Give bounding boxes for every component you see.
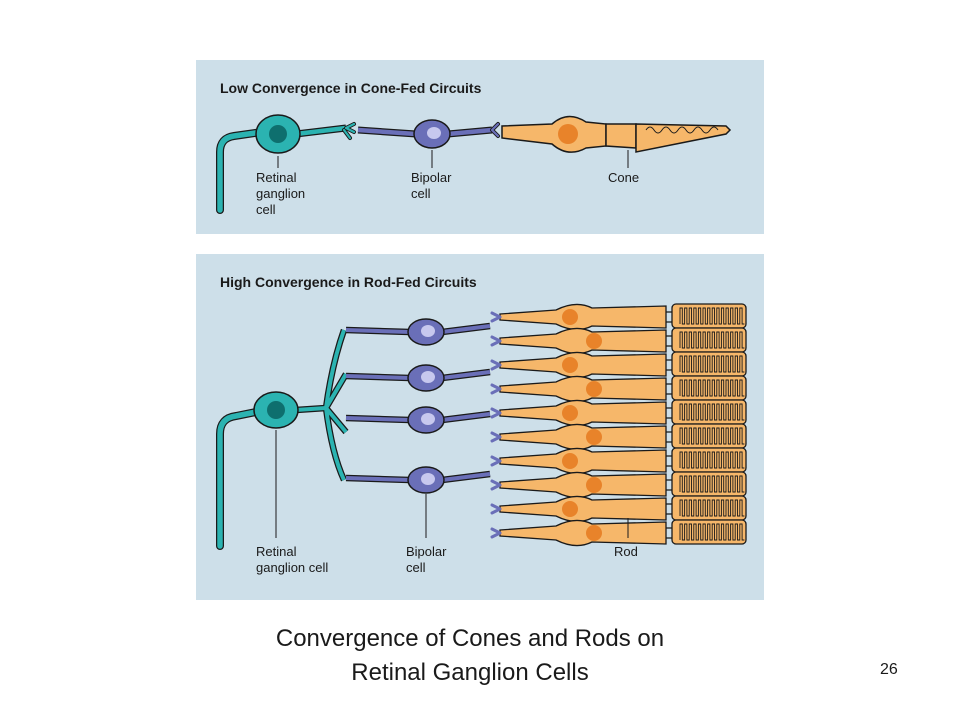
rod-cell xyxy=(490,399,747,427)
label-cone: Cone xyxy=(608,170,640,185)
rod-photoreceptors xyxy=(490,303,747,547)
label-retinal-ganglion-cell: Retinal ganglion cell xyxy=(256,170,306,217)
bipolar-cell-cone xyxy=(357,119,500,149)
cone-photoreceptor xyxy=(501,115,732,153)
slide-caption: Convergence of Cones and Rods on Retinal… xyxy=(275,625,665,686)
label-bipolar-cell-rod: Bipolar cell xyxy=(406,544,447,575)
label-retinal-ganglion-cell-rod: Retinal ganglion cell xyxy=(256,544,329,575)
rod-cell xyxy=(490,423,747,451)
rod-circuit-panel: High Convergence in Rod-Fed Circuits xyxy=(196,254,764,600)
label-bipolar-cell: Bipolar cell xyxy=(411,170,452,201)
retinal-ganglion-cell-cone xyxy=(216,114,356,214)
cone-circuit-illustration xyxy=(216,114,732,214)
rod-cell xyxy=(490,351,747,379)
rod-cell xyxy=(490,303,747,331)
rod-cell xyxy=(490,519,747,547)
rod-cell xyxy=(490,495,747,523)
bipolar-cells-rod xyxy=(345,318,491,494)
rod-circuit-illustration xyxy=(216,303,747,550)
rod-cell xyxy=(490,375,747,403)
rod-panel-title: High Convergence in Rod-Fed Circuits xyxy=(220,274,477,290)
slide-number: 26 xyxy=(880,661,898,678)
rod-cell xyxy=(490,471,747,499)
cone-circuit-panel: Low Convergence in Cone-Fed Circuits xyxy=(196,60,764,234)
label-rod: Rod xyxy=(614,544,638,559)
rod-cell xyxy=(490,327,747,355)
retinal-ganglion-cell-rod xyxy=(216,328,349,550)
rod-cell xyxy=(490,447,747,475)
cone-panel-title: Low Convergence in Cone-Fed Circuits xyxy=(220,80,482,96)
